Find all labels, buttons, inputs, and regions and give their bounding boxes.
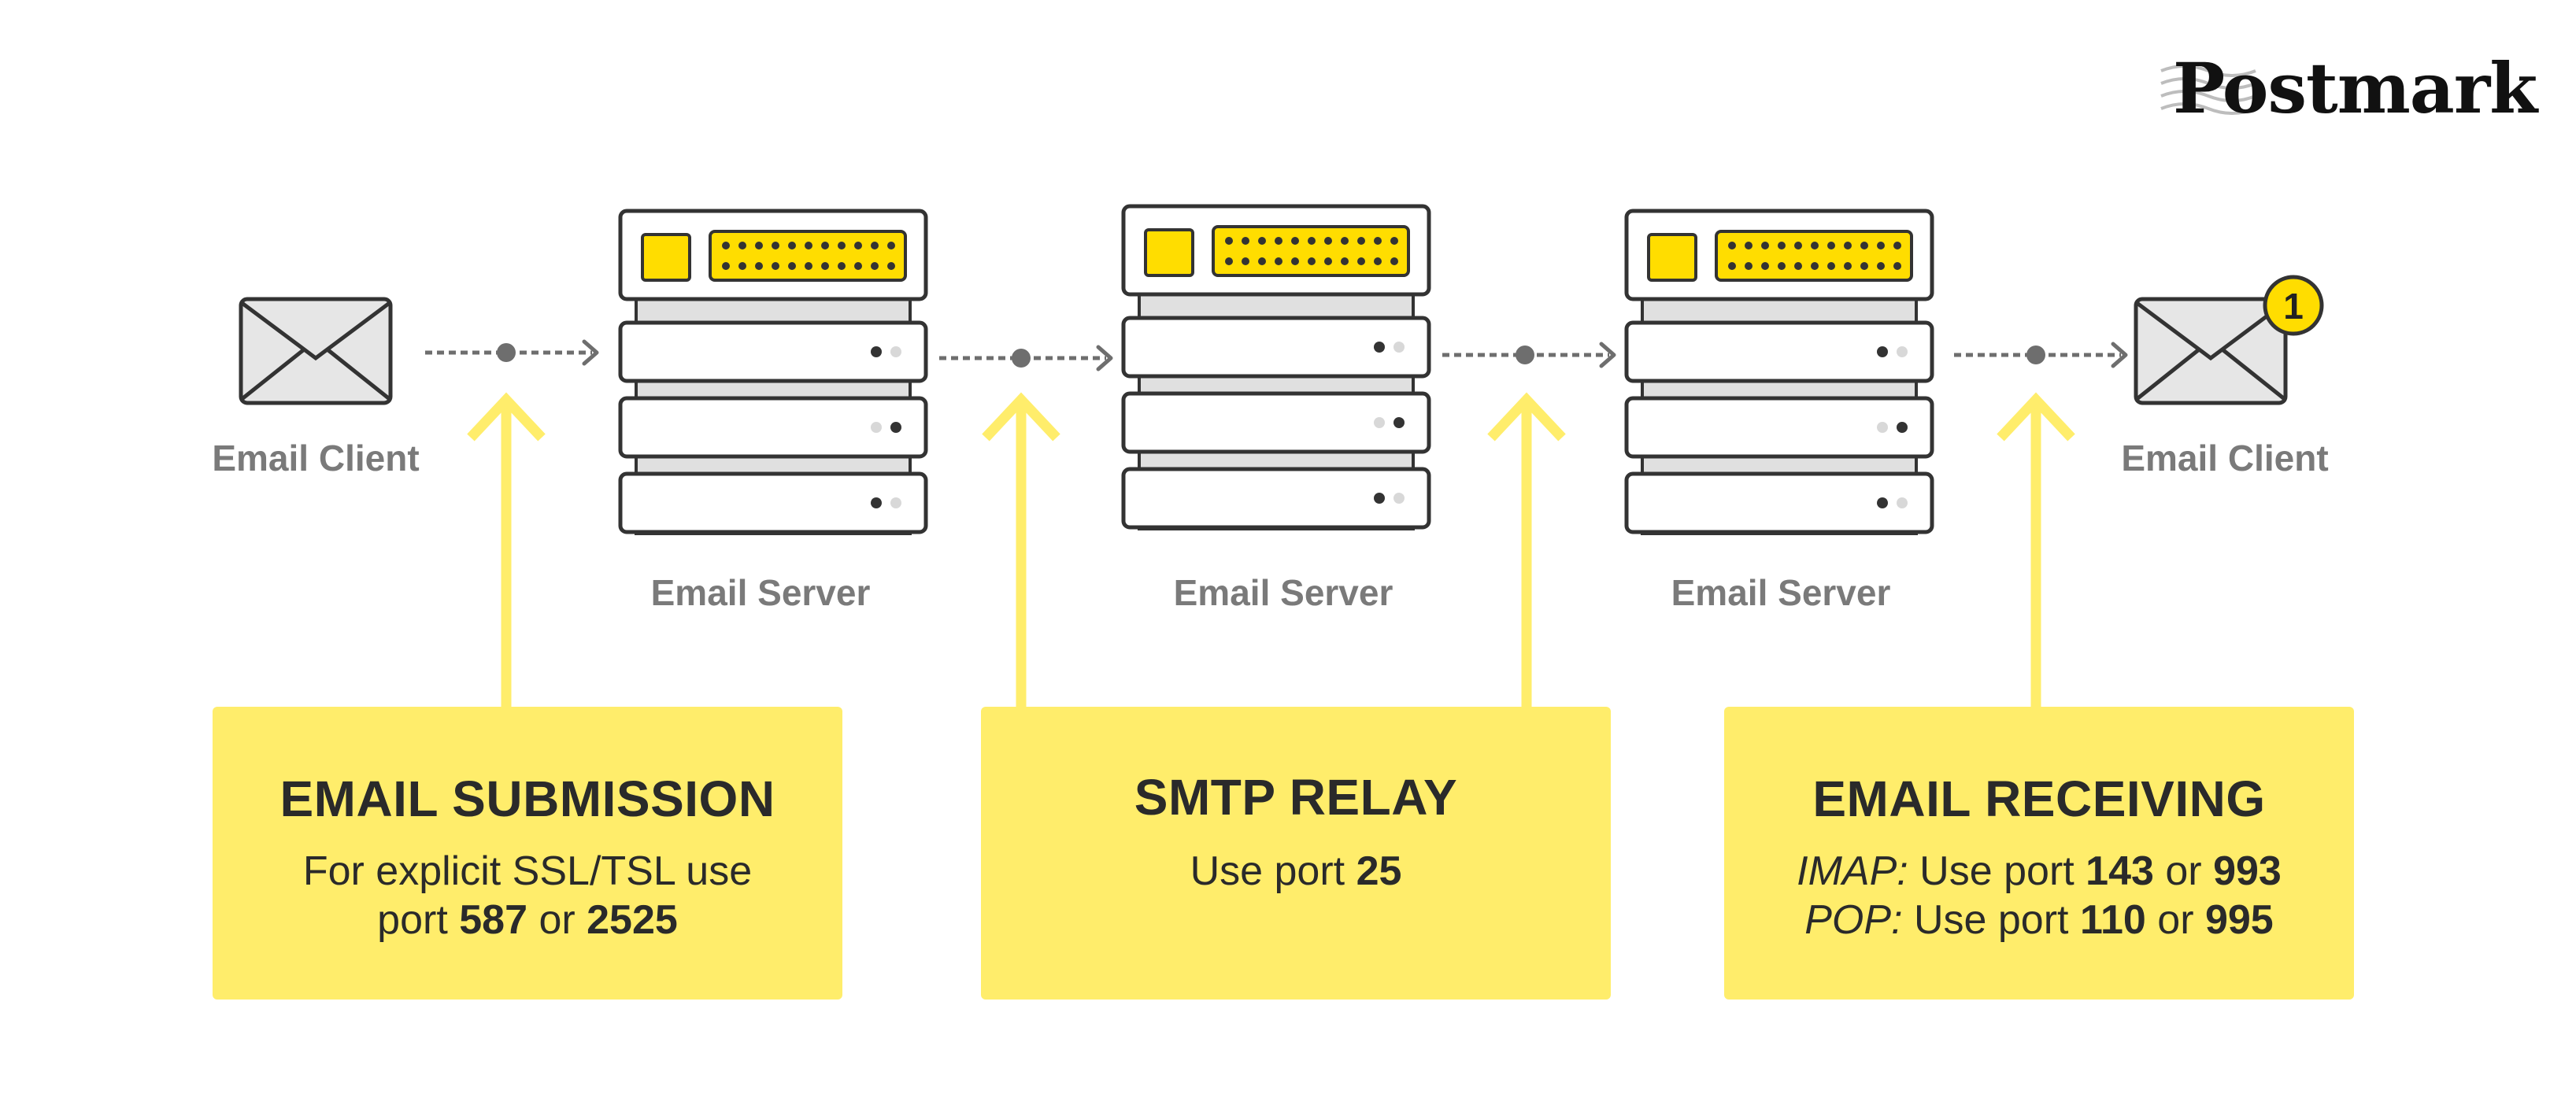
server-icon xyxy=(618,209,928,535)
smtp-relay-card: SMTP RELAY Use port 25 xyxy=(981,707,1611,1000)
yellow-pointer-arrowhead-icon xyxy=(1487,392,1566,442)
yellow-pointer-arrowhead-icon xyxy=(1997,392,2075,442)
card-text: or xyxy=(527,897,587,943)
envelope-icon xyxy=(239,297,393,405)
email-server-3-label: Email Server xyxy=(1671,572,1891,613)
email-submission-card: EMAIL SUBMISSION For explicit SSL/TSL us… xyxy=(213,707,842,1000)
protocol-label: IMAP: xyxy=(1797,848,1908,894)
port-number: 143 xyxy=(2086,848,2154,894)
yellow-pointer-arrowhead-icon xyxy=(467,392,546,442)
port-number: 2525 xyxy=(587,897,678,943)
card-title: SMTP RELAY xyxy=(1134,769,1458,826)
port-number: 25 xyxy=(1356,848,1402,894)
email-client-right-label: Email Client xyxy=(2121,438,2329,479)
card-text: Use port xyxy=(1902,897,2080,943)
arrow-head-icon xyxy=(2111,342,2128,368)
card-body: For explicit SSL/TSL use port 587 or 252… xyxy=(213,847,842,944)
email-client-left-label: Email Client xyxy=(212,438,420,479)
port-number: 110 xyxy=(2079,897,2146,943)
card-title: EMAIL SUBMISSION xyxy=(279,770,775,827)
server-icon xyxy=(1121,204,1431,530)
arrow-head-icon xyxy=(1599,342,1616,368)
card-text: port xyxy=(377,897,460,943)
postmark-logo-waves-icon xyxy=(2160,65,2256,115)
postmark-logo: Postmark xyxy=(2173,47,2537,129)
email-server-1-label: Email Server xyxy=(650,572,871,613)
yellow-pointer-arrowhead-icon xyxy=(982,392,1060,442)
flow-node-dot xyxy=(1516,346,1534,364)
arrow-head-icon xyxy=(582,339,599,366)
card-body: Use port 25 xyxy=(981,847,1611,896)
card-text: or xyxy=(2145,897,2205,943)
flow-node-dot xyxy=(497,343,516,362)
notification-badge-icon xyxy=(2263,275,2324,336)
server-icon xyxy=(1624,209,1934,535)
notification-badge-count: 1 xyxy=(2283,286,2304,327)
card-body: IMAP: Use port 143 or 993 POP: Use port … xyxy=(1724,847,2354,944)
arrow-head-icon xyxy=(1096,345,1113,371)
port-number: 587 xyxy=(459,897,527,943)
email-receiving-card: EMAIL RECEIVING IMAP: Use port 143 or 99… xyxy=(1724,707,2354,1000)
envelope-with-notification-icon: 1 xyxy=(2134,275,2324,405)
card-text: Use port xyxy=(1190,848,1356,894)
card-text: For explicit SSL/TSL use xyxy=(302,848,753,894)
port-number: 993 xyxy=(2213,848,2282,894)
flow-node-dot xyxy=(1012,349,1031,368)
card-title: EMAIL RECEIVING xyxy=(1812,770,2266,827)
card-text: or xyxy=(2153,848,2214,894)
card-text: Use port xyxy=(1908,848,2086,894)
flow-node-dot xyxy=(2026,346,2045,364)
protocol-label: POP: xyxy=(1804,897,1903,943)
email-server-2-label: Email Server xyxy=(1173,572,1393,613)
port-number: 995 xyxy=(2204,897,2274,943)
